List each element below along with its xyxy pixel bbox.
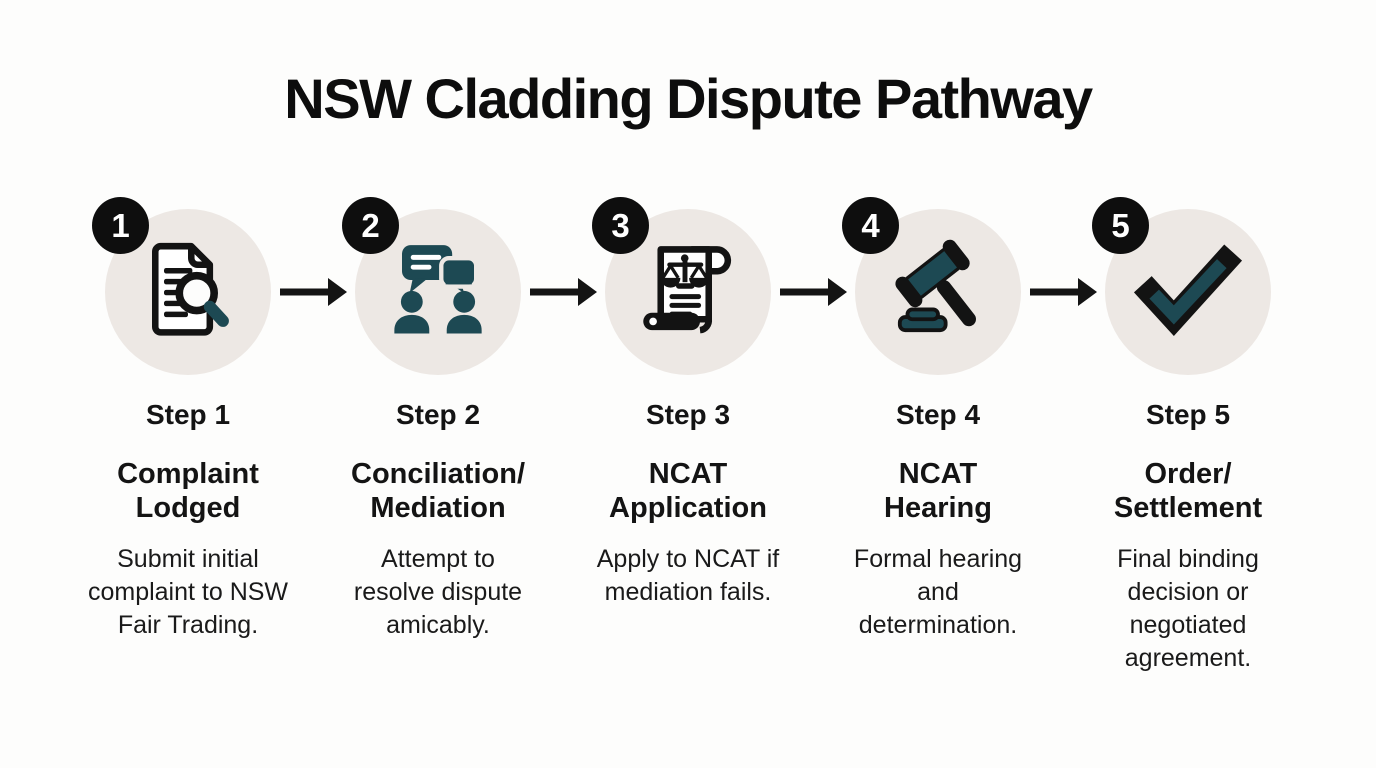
- step-3-description: Apply to NCAT if mediation fails.: [596, 545, 780, 606]
- right-arrow-icon: [280, 278, 347, 306]
- step-1-label: Step 1: [145, 399, 231, 430]
- step-2-number-badge: 2: [342, 197, 399, 254]
- step-1-icon-area: 1: [63, 197, 313, 387]
- step-column-3: 3: [563, 197, 813, 675]
- right-arrow-icon: [530, 278, 597, 306]
- step-3-number-badge: 3: [592, 197, 649, 254]
- steps-row: 1 Step 1 Complaint Lodge: [63, 197, 1313, 675]
- step-2-label: Step 2: [395, 399, 481, 430]
- step-1-title: Complaint Lodged: [117, 458, 259, 524]
- step-column-5: 5 Step 5 Order/ Settlement Final binding…: [1063, 197, 1313, 675]
- step-2-title: Conciliation/ Mediation: [351, 458, 525, 524]
- step-3-title: NCAT Application: [609, 458, 767, 524]
- step-column-2: 2 St: [313, 197, 563, 675]
- right-arrow-icon: [780, 278, 847, 306]
- step-5-label: Step 5: [1145, 399, 1231, 430]
- check-icon: [1133, 244, 1243, 337]
- step-4-description: Formal hearing and determination.: [853, 545, 1023, 639]
- step-1-icon-circle: [105, 209, 271, 375]
- step-5-description: Final binding decision or negotiated agr…: [1117, 545, 1259, 672]
- right-arrow-icon: [1030, 278, 1097, 306]
- step-2-description: Attempt to resolve dispute amicably.: [353, 545, 523, 639]
- conversation-icon: [394, 245, 482, 334]
- step-4-number-badge: 4: [842, 197, 899, 254]
- step-4-icon-area: 4: [813, 197, 1063, 387]
- step-5-title: Order/ Settlement: [1113, 458, 1263, 524]
- step-2-icon-area: 2: [313, 197, 563, 387]
- document-search-icon: [152, 242, 229, 336]
- gavel-icon: [895, 239, 976, 333]
- step-5-number-badge: 5: [1092, 197, 1149, 254]
- step-column-1: 1 Step 1 Complaint Lodge: [63, 197, 313, 675]
- step-5-icon-area: 5: [1063, 197, 1313, 387]
- step-3-label: Step 3: [645, 399, 731, 430]
- step-4-title: NCAT Hearing: [884, 458, 992, 524]
- step-1-description: Submit initial complaint to NSW Fair Tra…: [87, 545, 289, 639]
- step-4-label: Step 4: [895, 399, 981, 430]
- scroll-scales-icon: [643, 246, 732, 334]
- step-1-number-badge: 1: [92, 197, 149, 254]
- page-title: NSW Cladding Dispute Pathway: [284, 67, 1093, 130]
- step-2-icon-circle: [355, 209, 521, 375]
- step-column-4: 4 Step 4 NCAT Hearing F: [813, 197, 1063, 675]
- step-3-icon-area: 3: [563, 197, 813, 387]
